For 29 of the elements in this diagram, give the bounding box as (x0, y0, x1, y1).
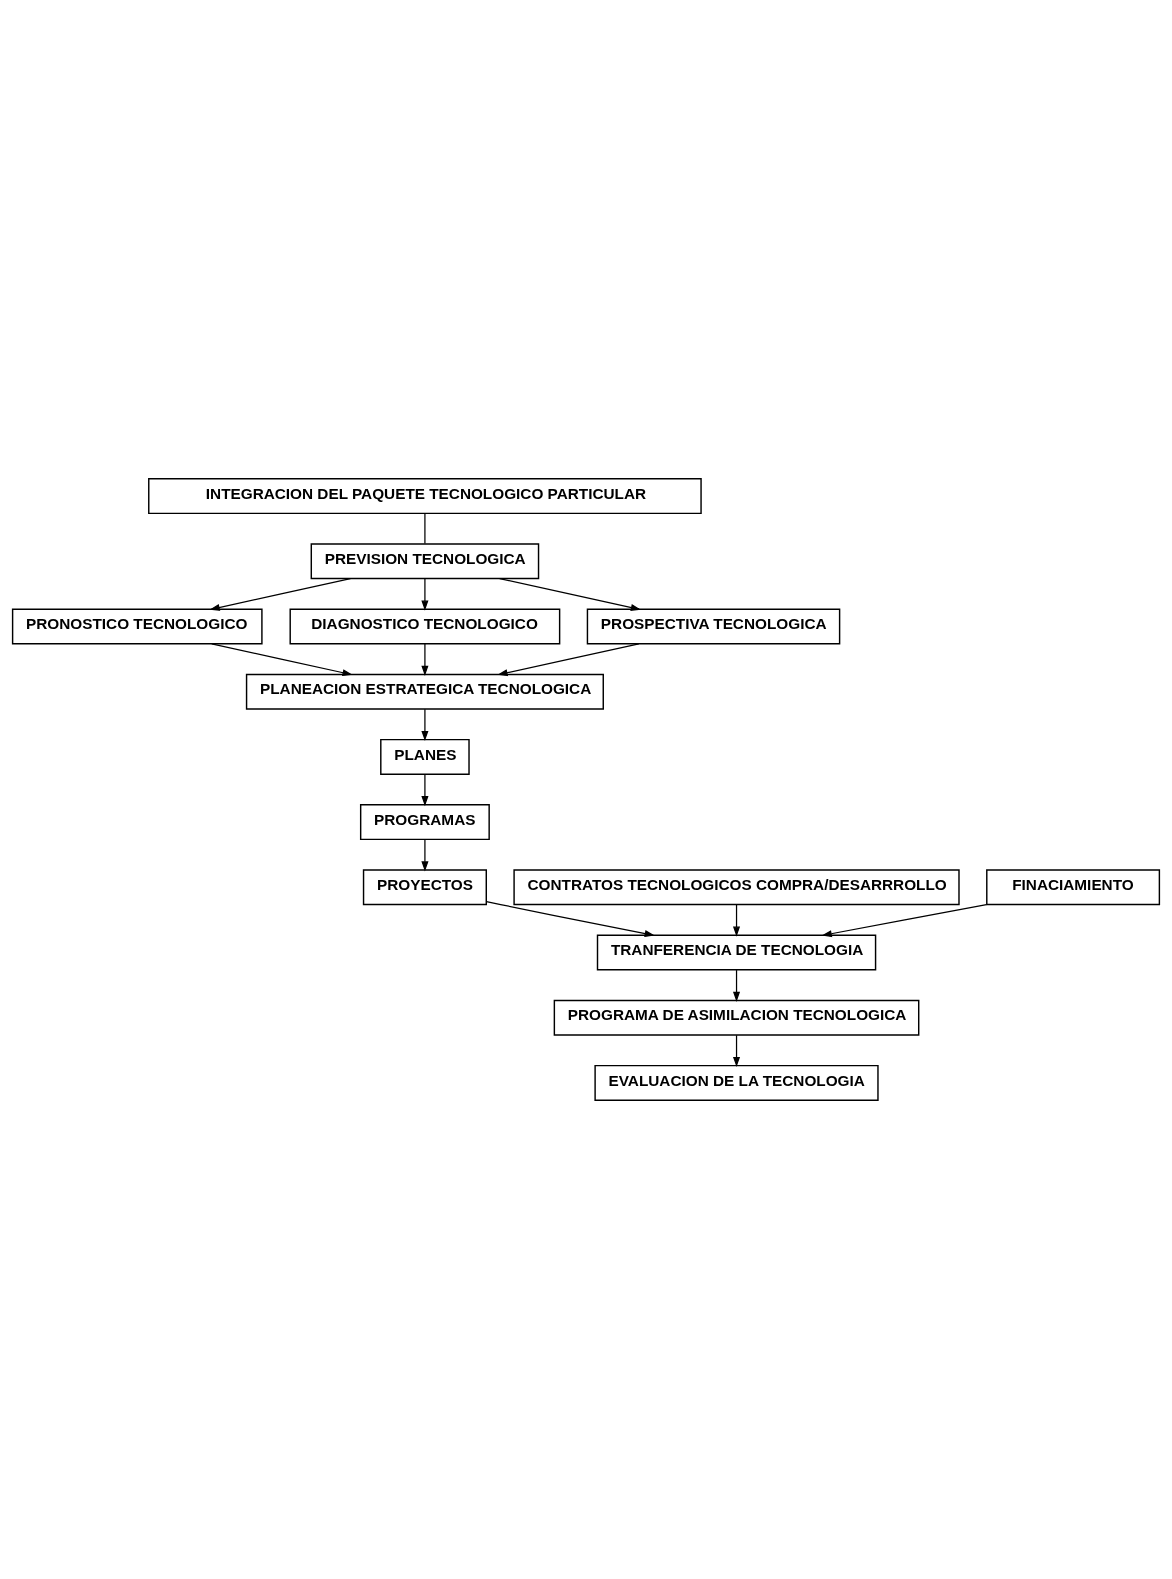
arrow (421, 578, 429, 611)
node-box: PROGRAMA DE ASIMILACION TECNOLOGICA (553, 999, 920, 1036)
node-box: CONTRATOS TECNOLOGICOS COMPRA/DESARRROLLO (513, 869, 960, 906)
node-box: DIAGNOSTICO TECNOLOGICO (289, 608, 561, 645)
node-box: PROSPECTIVA TECNOLOGICA (586, 608, 841, 645)
node-box: PLANEACION ESTRATEGICA TECNOLOGICA (245, 673, 604, 710)
arrow (499, 578, 641, 611)
arrow (732, 1034, 741, 1068)
node-box: FINACIAMIENTO (986, 869, 1161, 906)
arrow (497, 643, 640, 677)
node-box: PROYECTOS (362, 869, 487, 906)
arrow (732, 904, 741, 937)
node-box: PLANES (380, 738, 470, 775)
arrow (421, 773, 429, 807)
arrow (421, 643, 429, 676)
node-box: INTEGRACION DEL PAQUETE TECNOLOGICO PARTICULAR (148, 478, 702, 515)
node-box: TRANFERENCIA DE TECNOLOGIA (596, 934, 877, 971)
arrow (209, 578, 352, 611)
arrow (421, 708, 429, 742)
arrow (732, 969, 741, 1002)
arrow (485, 900, 655, 938)
node-box: EVALUACION DE LA TECNOLOGIA (594, 1064, 879, 1101)
node-box: PREVISION TECNOLOGICA (310, 543, 540, 580)
node-box: PRONOSTICO TECNOLOGICO (11, 608, 263, 645)
arrow (421, 839, 429, 872)
arrow (821, 903, 988, 938)
arrow (211, 643, 353, 677)
node-box: PROGRAMAS (359, 804, 490, 841)
connector (424, 513, 426, 545)
